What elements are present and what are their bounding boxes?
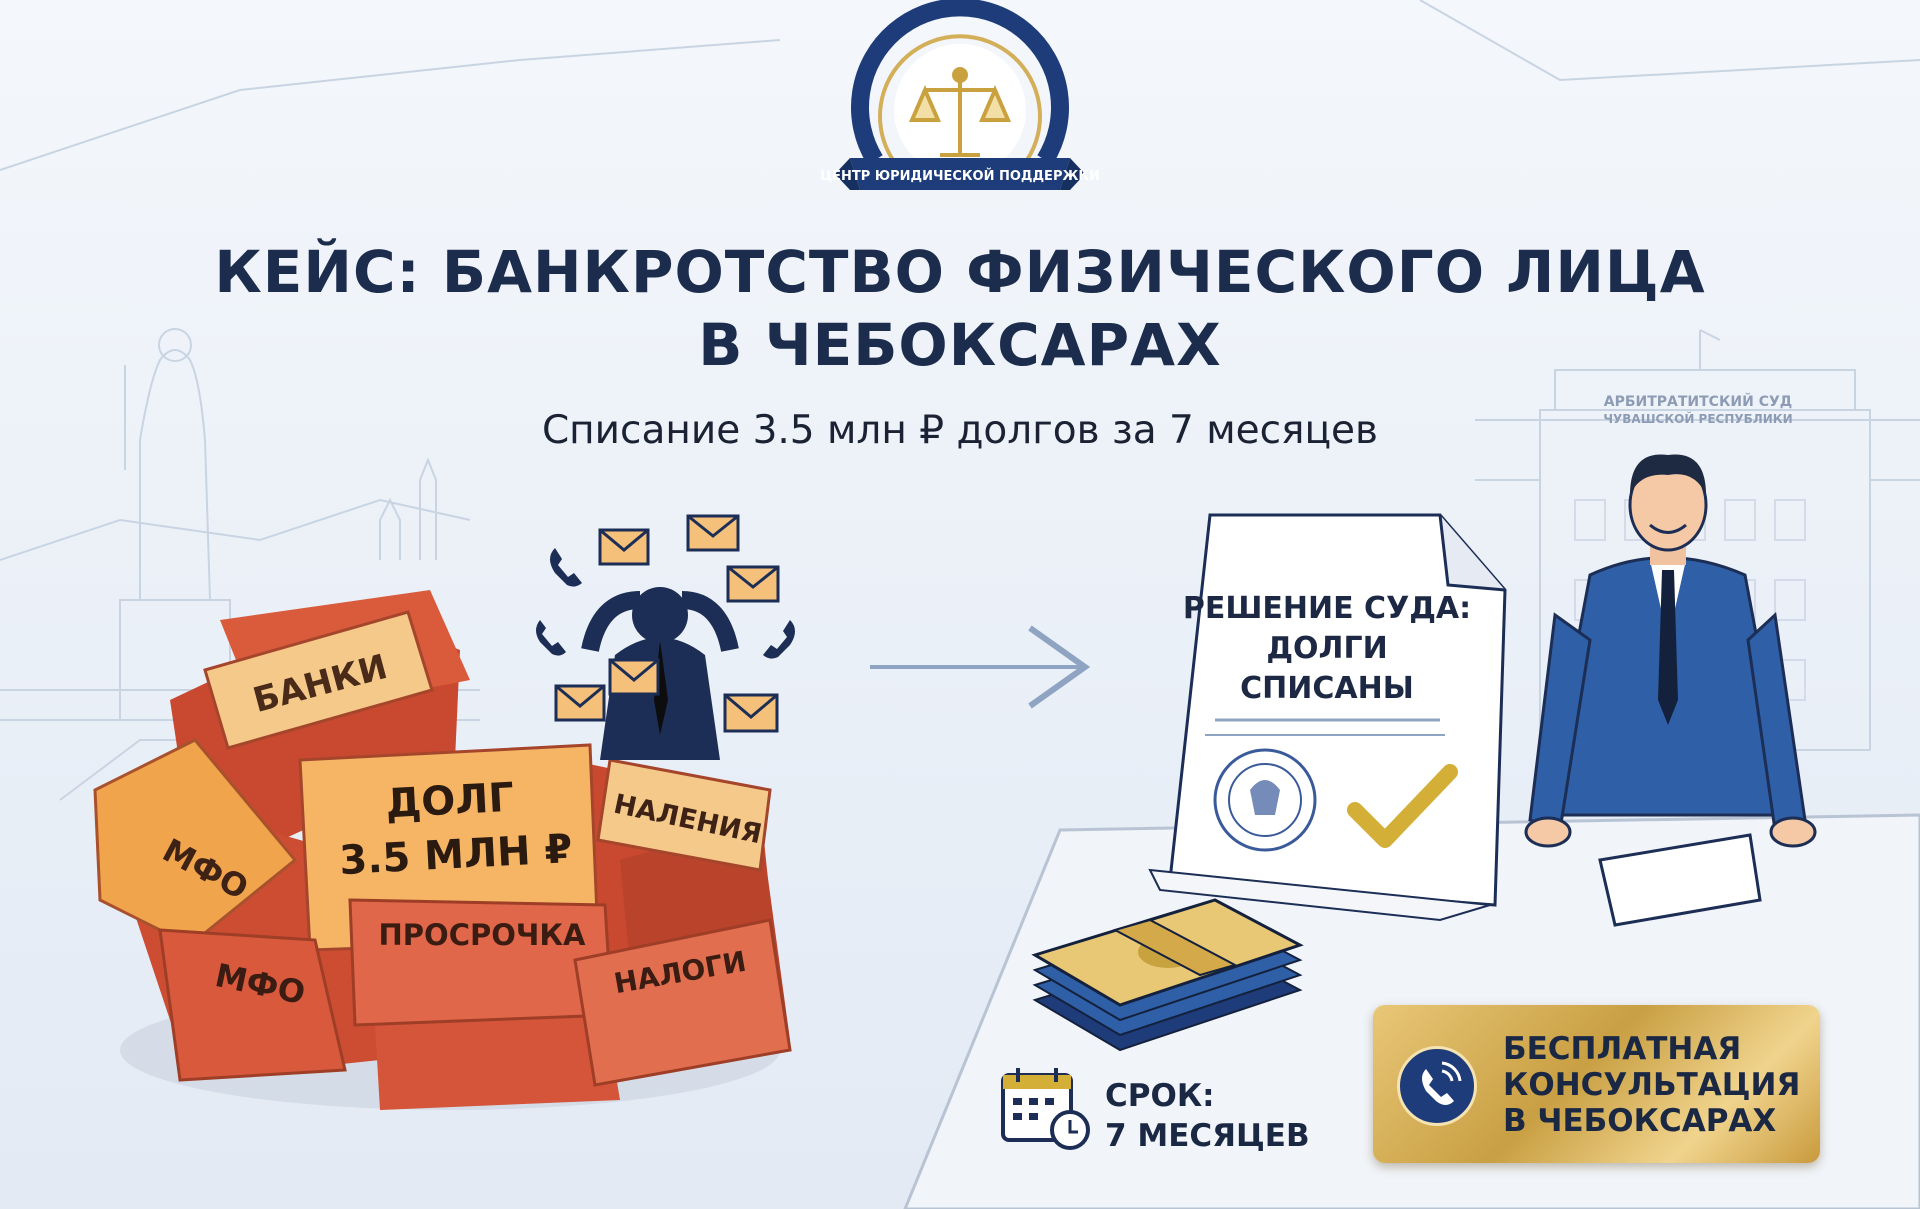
debt-paper: ДОЛГ 3.5 МЛН ₽ [298, 743, 600, 952]
cta-line3: В ЧЕБОКСАРАХ [1503, 1103, 1777, 1139]
taxes-envelope: НАЛОГИ [573, 918, 792, 1087]
cta-line2: КОНСУЛЬТАЦИЯ [1503, 1067, 1801, 1103]
decision-line2: ДОЛГИ [1266, 631, 1387, 666]
debt-label-line1: ДОЛГ [385, 775, 516, 828]
phone-icon [536, 548, 795, 659]
court-decision-document: РЕШЕНИЕ СУДА: ДОЛГИ СПИСАНЫ [1148, 513, 1507, 922]
penalties-paper: НАЛЕНИЯ [596, 758, 772, 872]
logo-caption: ЦЕНТР ЮРИДИЧЕСКОЙ ПОДДЕРЖКИ [820, 168, 1100, 184]
mfo-envelope-2: МФО [158, 928, 347, 1082]
lawyer-man [1524, 454, 1817, 848]
overdue-envelope: ПРОСРОЧКА [348, 898, 614, 1027]
mfo-paper-1: МФО [93, 738, 298, 947]
overdue-label: ПРОСРОЧКА [379, 918, 587, 952]
banks-paper: БАНКИ [203, 610, 434, 750]
term-label: СРОК: 7 МЕСЯЦЕВ [1105, 1076, 1310, 1156]
money-stack-icon [1031, 898, 1304, 1052]
phone-icon [1397, 1046, 1477, 1126]
checkmark-icon [1347, 764, 1458, 848]
headline-line2: В ЧЕБОКСАРАХ [698, 311, 1222, 379]
free-consultation-button[interactable]: БЕСПЛАТНАЯ КОНСУЛЬТАЦИЯ В ЧЕБОКСАРАХ [1373, 1005, 1820, 1163]
logo: ЦЕНТР ЮРИДИЧЕСКОЙ ПОДДЕРЖКИ [820, 0, 1100, 190]
decision-line1: РЕШЕНИЕ СУДА: [1183, 591, 1471, 626]
debt-pile: БАНКИ МФО ДОЛГ 3.5 МЛН ₽ НАЛЕНИЯ ПРОСРОЧ… [93, 590, 792, 1110]
decision-line3: СПИСАНЫ [1240, 671, 1414, 706]
subtitle: Списание 3.5 млн ₽ долгов за 7 месяцев [541, 408, 1379, 453]
stamp-icon [1213, 748, 1317, 852]
court-building-line2: ЧУВАШСКОЙ РЕСПУБЛИКИ [1603, 411, 1792, 426]
court-building-line1: АРБИТРАТИТСКИЙ СУД [1604, 393, 1793, 410]
scales-icon [908, 67, 1012, 157]
headline-line1: КЕЙС: БАНКРОТСТВО ФИЗИЧЕСКОГО ЛИЦА [214, 238, 1706, 306]
arrow-right-icon [870, 625, 1091, 709]
calendar-clock-icon [1001, 1068, 1090, 1150]
term-line2: 7 МЕСЯЦЕВ [1105, 1118, 1310, 1154]
envelope-icon [554, 514, 780, 733]
cta-line1: БЕСПЛАТНАЯ [1503, 1031, 1742, 1067]
term-line1: СРОК: [1105, 1078, 1215, 1114]
cta-label: БЕСПЛАТНАЯ КОНСУЛЬТАЦИЯ В ЧЕБОКСАРАХ [1503, 1031, 1800, 1139]
